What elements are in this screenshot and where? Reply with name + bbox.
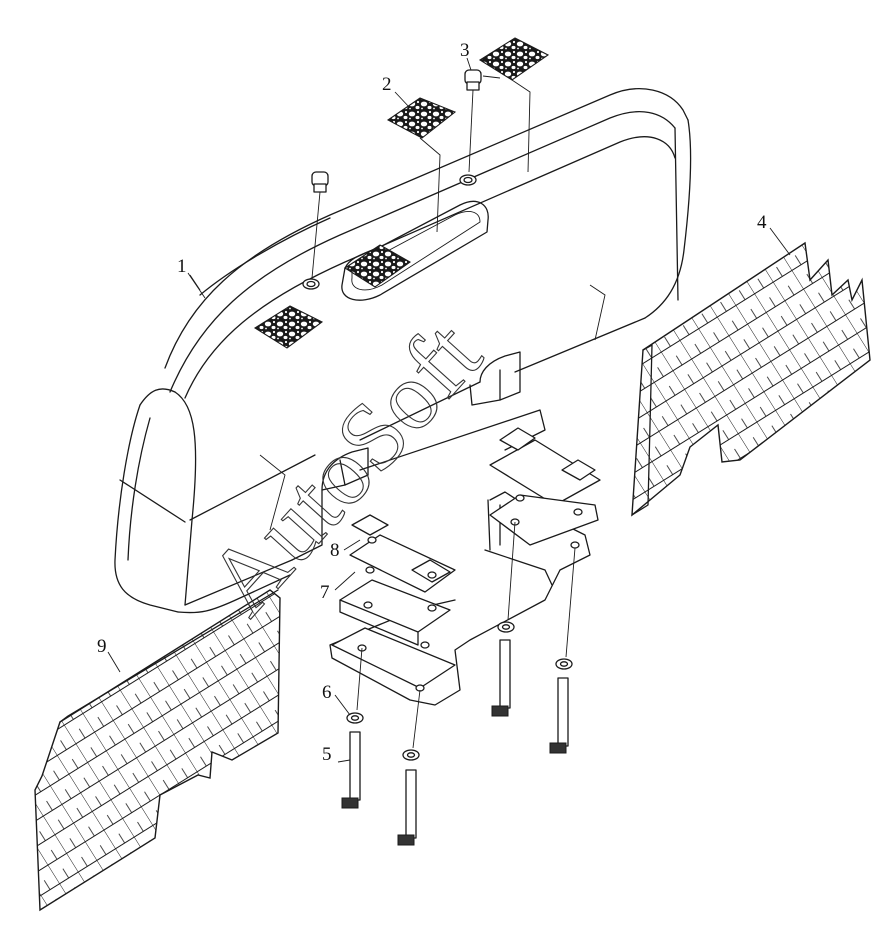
callout-7: 7 (320, 582, 330, 603)
plug-caps (302, 69, 482, 290)
callout-4: 4 (757, 212, 767, 233)
callout-numbers: 1 2 3 4 5 6 7 8 9 (97, 40, 767, 765)
right-mesh-panel (631, 241, 871, 517)
anti-slip-pads (253, 37, 550, 349)
callout-5: 5 (322, 744, 332, 765)
callout-8: 8 (330, 540, 340, 561)
callout-9: 9 (97, 636, 107, 657)
bolts-and-washers (341, 521, 576, 846)
callout-2: 2 (382, 74, 392, 95)
mounting-bracket (329, 409, 601, 706)
leader-lines (189, 75, 531, 291)
callout-3: 3 (460, 40, 470, 61)
counterweight-body (114, 88, 692, 614)
watermark-text: AutoSoft (186, 301, 501, 634)
callout-1: 1 (177, 256, 187, 277)
left-mesh-panel (34, 589, 281, 912)
callout-leaders (107, 57, 791, 763)
callout-6: 6 (322, 682, 332, 703)
